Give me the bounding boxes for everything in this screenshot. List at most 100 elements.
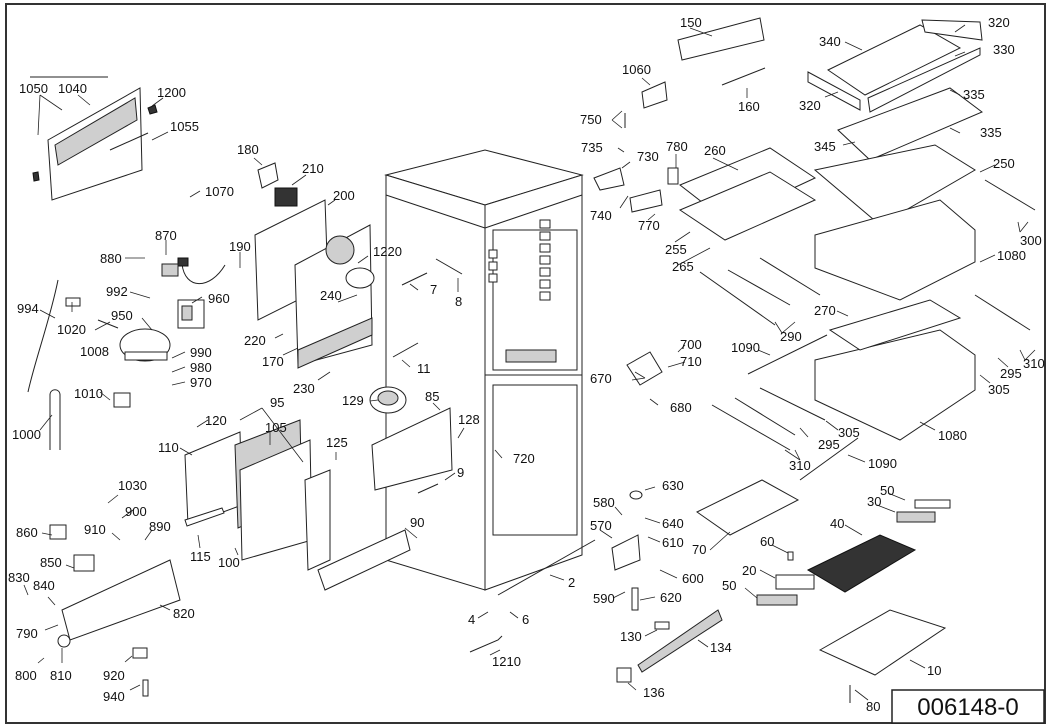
label-994: 994 <box>17 301 39 316</box>
label-750: 750 <box>580 112 602 127</box>
label-320-top: 320 <box>988 15 1010 30</box>
label-8: 8 <box>455 294 462 309</box>
label-270: 270 <box>814 303 836 318</box>
label-1055: 1055 <box>170 119 199 134</box>
label-1030: 1030 <box>118 478 147 493</box>
part-150 <box>677 17 765 61</box>
part-630 <box>629 490 643 500</box>
label-780: 780 <box>666 139 688 154</box>
label-810: 810 <box>50 668 72 683</box>
label-860: 860 <box>16 525 38 540</box>
label-305-right: 305 <box>988 382 1010 397</box>
label-1200: 1200 <box>157 85 186 100</box>
label-710: 710 <box>680 354 702 369</box>
part-compressor-950 <box>119 328 171 362</box>
label-11: 11 <box>417 361 431 376</box>
label-10: 10 <box>927 663 941 678</box>
label-620: 620 <box>660 590 682 605</box>
label-250: 250 <box>993 156 1015 171</box>
part-320b <box>807 71 861 111</box>
label-1010: 1010 <box>74 386 103 401</box>
part-50b <box>756 594 798 606</box>
part-fan-850 <box>73 554 95 572</box>
label-990: 990 <box>190 345 212 360</box>
part-620 <box>631 587 639 611</box>
label-720: 720 <box>513 451 535 466</box>
part-plug-1070 <box>177 257 189 267</box>
part-90 <box>317 529 411 591</box>
label-20: 20 <box>742 563 756 578</box>
label-330: 330 <box>993 42 1015 57</box>
label-295-left: 295 <box>818 437 840 452</box>
label-210: 210 <box>302 161 324 176</box>
label-960: 960 <box>208 291 230 306</box>
label-890: 890 <box>149 519 171 534</box>
label-220: 220 <box>244 333 266 348</box>
label-1080-lower: 1080 <box>938 428 967 443</box>
part-drawer-1080a <box>814 199 976 301</box>
label-1090-upper: 1090 <box>731 340 760 355</box>
label-7: 7 <box>430 282 437 297</box>
part-920 <box>132 647 148 659</box>
label-105: 105 <box>265 420 287 435</box>
label-1008: 1008 <box>80 344 109 359</box>
label-1210: 1210 <box>492 654 521 669</box>
label-200: 200 <box>333 188 355 203</box>
part-70 <box>696 479 800 536</box>
label-4: 4 <box>468 612 475 627</box>
label-1040: 1040 <box>58 81 87 96</box>
part-back-panel-1040 <box>30 76 158 201</box>
part-770 <box>629 189 663 213</box>
label-70: 70 <box>692 542 706 557</box>
part-330 <box>867 47 981 113</box>
part-8 <box>435 258 463 275</box>
label-992: 992 <box>106 284 128 299</box>
drawing-code-box: 006148-0 <box>891 689 1045 724</box>
label-1020: 1020 <box>57 322 86 337</box>
label-590: 590 <box>593 591 615 606</box>
part-810 <box>57 634 71 648</box>
part-hinge-670 <box>626 351 663 386</box>
part-hinge-570 <box>611 534 641 571</box>
part-1060 <box>641 81 668 109</box>
label-50-lower: 50 <box>722 578 736 593</box>
label-129: 129 <box>342 393 364 408</box>
label-310-left: 310 <box>789 458 811 473</box>
label-940: 940 <box>103 689 125 704</box>
part-tray-10 <box>818 609 947 676</box>
label-950: 950 <box>111 308 133 323</box>
label-115: 115 <box>190 549 211 564</box>
part-780 <box>667 167 679 185</box>
part-320a <box>921 19 983 41</box>
part-160 <box>721 67 766 86</box>
label-1000: 1000 <box>12 427 41 442</box>
part-250 <box>813 144 976 226</box>
label-60: 60 <box>760 534 774 549</box>
part-20 <box>775 574 815 590</box>
part-870 <box>161 263 179 277</box>
label-790: 790 <box>16 626 38 641</box>
label-230: 230 <box>293 381 315 396</box>
part-evaporator-fan-129 <box>369 386 407 414</box>
label-305-left: 305 <box>838 425 860 440</box>
label-85: 85 <box>425 389 439 404</box>
part-wrench-1210 <box>469 635 503 653</box>
label-1220: 1220 <box>373 244 402 259</box>
label-110: 110 <box>158 440 179 455</box>
part-9 <box>417 483 439 494</box>
label-670: 670 <box>590 371 612 386</box>
part-fan-210 <box>257 162 298 207</box>
label-610: 610 <box>662 535 684 550</box>
part-hinge-730 <box>593 167 625 191</box>
label-1060: 1060 <box>622 62 651 77</box>
label-290: 290 <box>780 329 802 344</box>
label-1070: 1070 <box>205 184 234 199</box>
part-side-panel <box>304 469 331 571</box>
part-340 <box>827 24 962 96</box>
label-1050: 1050 <box>19 81 48 96</box>
part-power-cord-1070 <box>181 263 226 284</box>
part-345 <box>837 87 983 161</box>
part-130 <box>654 621 670 630</box>
label-125: 125 <box>326 435 348 450</box>
part-60 <box>787 551 794 561</box>
